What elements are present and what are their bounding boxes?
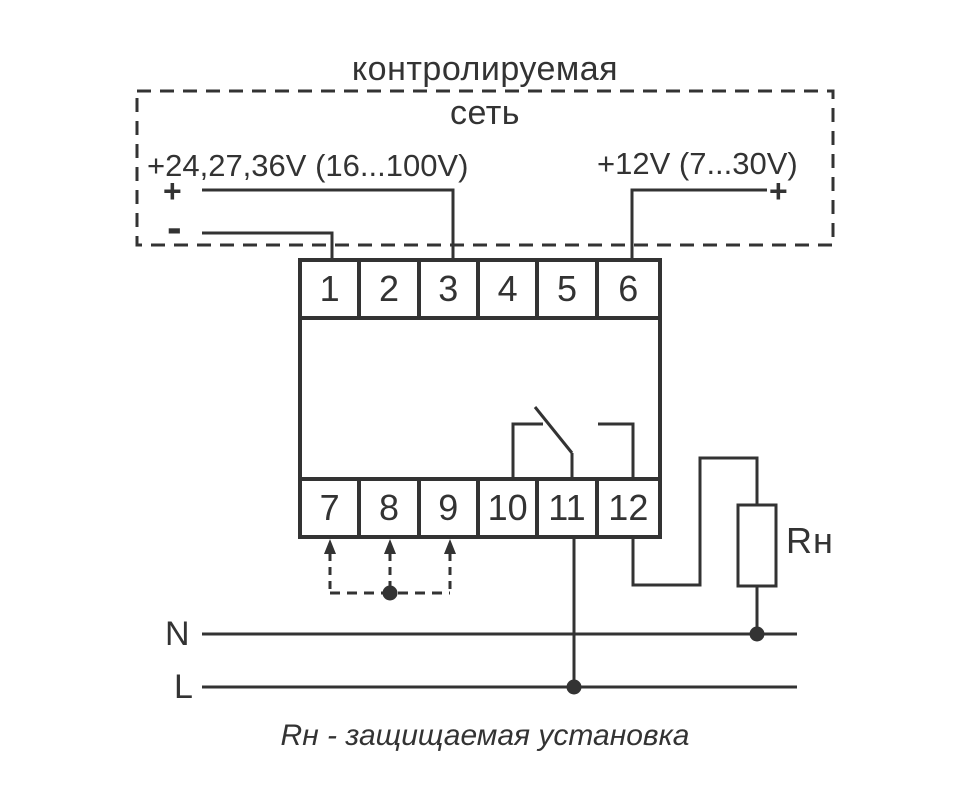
network-title-line1: контролируемая [351, 50, 619, 88]
terminal-9: 9 [421, 481, 480, 535]
terminal-2: 2 [361, 262, 421, 316]
terminal-3: 3 [421, 262, 480, 316]
load-resistor-symbol [736, 503, 778, 588]
terminal-4: 4 [480, 262, 540, 316]
controlled-network-dashed-box [135, 89, 835, 247]
terminal-10: 10 [480, 481, 540, 535]
terminal-7: 7 [302, 481, 362, 535]
terminal12-wire [631, 456, 759, 587]
arrowhead-terminal7 [324, 539, 336, 554]
device-body [298, 316, 662, 481]
terminal-8: 8 [361, 481, 421, 535]
right-plus-sign: + [769, 173, 788, 209]
phase-label: L [174, 668, 193, 706]
relay-fixed-contact-right [598, 422, 635, 477]
relay-fixed-contact-left [511, 422, 543, 477]
terminal-12: 12 [608, 487, 649, 528]
terminal-row-top: 1 2 3 4 5 6 [298, 258, 662, 320]
left-voltage-label: +24,27,36V (16...100V) [147, 148, 469, 183]
left-plus-sign: + [163, 173, 182, 209]
network-title-line2: сеть [449, 94, 521, 132]
right-voltage-label: +12V (7...30V) [597, 146, 798, 181]
dashed-bus-junction-dot [382, 585, 398, 601]
terminal-1: 1 [302, 262, 362, 316]
phase-junction-dot [566, 679, 582, 695]
diagram-caption: Rн - защищаемая установка [280, 719, 690, 752]
arrowhead-terminal9 [444, 539, 456, 554]
terminal-row-bottom: 7 8 9 10 11 12 [298, 477, 662, 539]
neutral-junction-dot [749, 626, 765, 642]
plus-12v-supply-wire [630, 188, 767, 262]
terminal-6: 6 [618, 268, 639, 309]
arrowhead-terminal8 [384, 539, 396, 554]
minus-supply-wire [202, 231, 334, 262]
load-label: Rн [786, 520, 834, 561]
neutral-label: N [165, 615, 190, 653]
terminal-5: 5 [539, 262, 599, 316]
terminal-11: 11 [539, 481, 599, 535]
relay-switch-blade [533, 406, 574, 454]
plus-24v-supply-wire [202, 188, 455, 262]
left-minus-sign: - [167, 203, 182, 252]
